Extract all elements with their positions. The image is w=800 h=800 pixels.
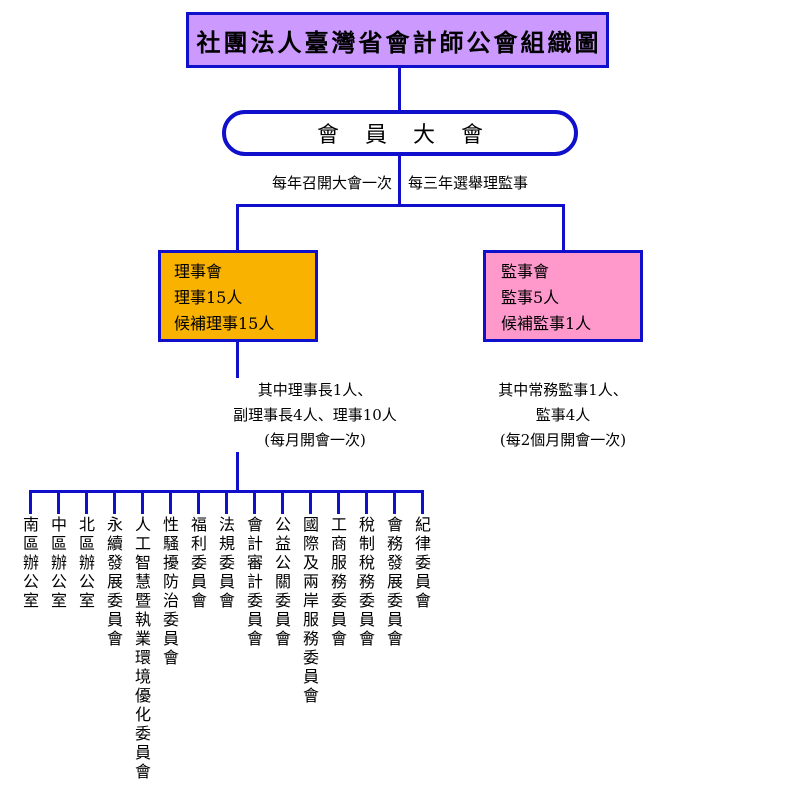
annual-meeting-note: 每年召開大會一次 <box>271 174 392 192</box>
unit-connector-line <box>337 490 340 514</box>
unit-connector-line <box>113 490 116 514</box>
member-assembly-label: 會員大會 <box>316 123 509 148</box>
connector-assembly-junction <box>398 156 401 207</box>
directors-box: 理事會 理事15人 候補理事15人 <box>158 250 318 342</box>
unit-connector-line <box>29 490 32 514</box>
election-note: 每三年選舉理監事 <box>408 174 529 192</box>
org-unit-label: 公益公關委員會 <box>272 516 291 649</box>
org-unit-label: 國際及兩岸服務委員會 <box>300 516 319 706</box>
supervisors-note-line: (每2個月開會一次) <box>499 431 627 449</box>
org-unit-label: 永續發展委員會 <box>104 516 123 649</box>
unit-connector-line <box>253 490 256 514</box>
org-unit-label: 北區辦公室 <box>76 516 95 611</box>
org-unit-label: 紀律委員會 <box>412 516 431 611</box>
org-unit-label: 會計審計委員會 <box>244 516 263 649</box>
directors-box-line: 理事會 <box>174 262 223 281</box>
directors-note: 其中理事長1人、 副理事長4人、理事10人 (每月開會一次) <box>203 378 427 453</box>
directors-note-line: 副理事長4人、理事10人 <box>233 406 397 424</box>
org-unit-label: 稅制稅務委員會 <box>356 516 375 649</box>
unit-connector-line <box>421 490 424 514</box>
supervisors-box-line: 監事5人 <box>501 288 560 307</box>
supervisors-box: 監事會 監事5人 候補監事1人 <box>483 250 643 342</box>
connector-drop-supervisors <box>562 204 565 250</box>
org-unit-label: 南區辦公室 <box>20 516 39 611</box>
unit-connector-line <box>281 490 284 514</box>
directors-box-line: 候補理事15人 <box>174 314 275 333</box>
chart-title-box: 社團法人臺灣省會計師公會組織圖 <box>186 12 609 68</box>
unit-connector-line <box>169 490 172 514</box>
unit-connector-line <box>85 490 88 514</box>
org-unit-label: 法規委員會 <box>216 516 235 611</box>
chart-title: 社團法人臺灣省會計師公會組織圖 <box>196 27 602 57</box>
connector-title-assembly <box>398 68 401 110</box>
connector-note-committees <box>236 452 239 493</box>
unit-connector-line <box>57 490 60 514</box>
org-unit-label: 會務發展委員會 <box>384 516 403 649</box>
supervisors-box-line: 候補監事1人 <box>501 314 592 333</box>
unit-connector-line <box>393 490 396 514</box>
org-unit-label: 福利委員會 <box>188 516 207 611</box>
org-unit-label: 中區辦公室 <box>48 516 67 611</box>
unit-connector-line <box>197 490 200 514</box>
unit-connector-line <box>309 490 312 514</box>
unit-connector-line <box>141 490 144 514</box>
connector-drop-directors <box>236 204 239 250</box>
supervisors-box-line: 監事會 <box>501 262 550 281</box>
connector-junction-horizontal <box>236 204 565 207</box>
supervisors-note: 其中常務監事1人、 監事4人 (每2個月開會一次) <box>466 378 660 453</box>
org-unit-label: 性騷擾防治委員會 <box>160 516 179 668</box>
org-unit-label: 人工智慧暨執業環境優化委員會 <box>132 516 151 782</box>
directors-note-line: 其中理事長1人、 <box>257 381 373 399</box>
supervisors-note-line: 監事4人 <box>535 406 591 424</box>
member-assembly-node: 會員大會 <box>222 110 578 156</box>
connector-directors-note <box>236 342 239 378</box>
org-unit-label: 工商服務委員會 <box>328 516 347 649</box>
unit-connector-line <box>365 490 368 514</box>
unit-connector-line <box>225 490 228 514</box>
directors-note-line: (每月開會一次) <box>264 431 366 449</box>
directors-box-line: 理事15人 <box>174 288 243 307</box>
supervisors-note-line: 其中常務監事1人、 <box>498 381 628 399</box>
